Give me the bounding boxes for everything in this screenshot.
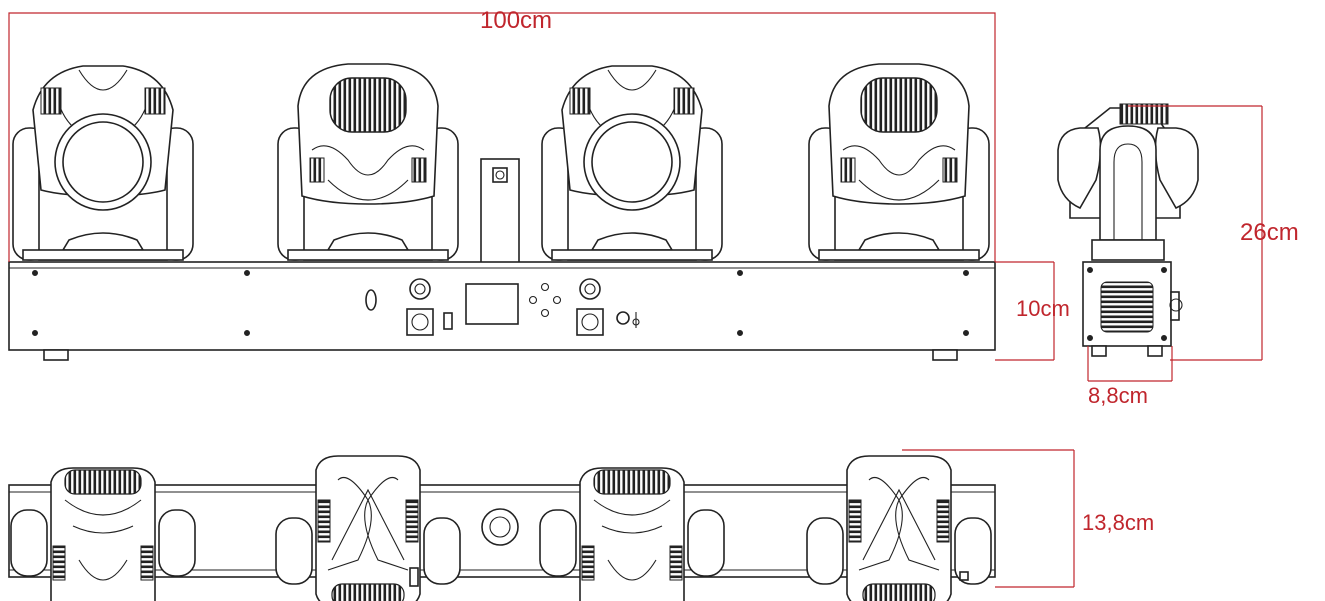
display-screen (465, 283, 519, 325)
top-depth-dimension-label: 13,8cm (1082, 510, 1155, 535)
height-dimension-label: 26cm (1240, 219, 1299, 246)
dimension-lines (8, 12, 1263, 588)
base-height-dimension-label: 10cm (1016, 296, 1070, 321)
top-view (8, 455, 996, 601)
moving-head-1 (12, 65, 194, 261)
moving-head-3 (541, 65, 723, 261)
side-view (1057, 103, 1199, 357)
front-view (8, 63, 996, 361)
top-head-2 (275, 455, 461, 601)
moving-head-2 (277, 63, 459, 261)
moving-head-4 (808, 63, 990, 261)
depth-dimension-label: 8,8cm (1088, 383, 1148, 408)
width-dimension-label: 100cm (480, 7, 553, 34)
